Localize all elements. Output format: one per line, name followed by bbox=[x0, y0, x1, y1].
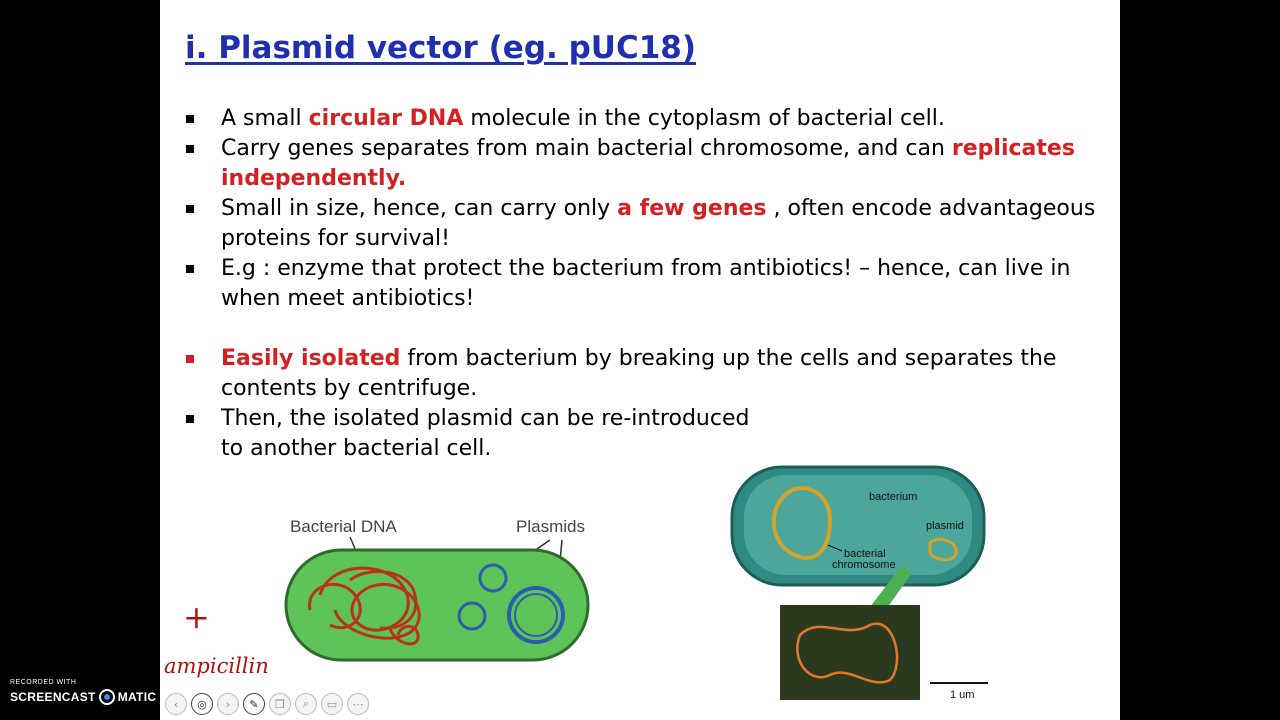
bullet-marker bbox=[186, 145, 194, 153]
bullet-item: Easily isolated from bacterium by breaki… bbox=[180, 344, 1105, 404]
bullet-item: Then, the isolated plasmid can be re-int… bbox=[180, 404, 1105, 464]
highlight-text: Easily isolated bbox=[221, 346, 401, 371]
bullet-marker bbox=[186, 265, 194, 273]
label-plasmid: plasmid bbox=[926, 520, 964, 532]
bullet-marker bbox=[186, 115, 194, 123]
bullet-item: Small in size, hence, can carry only a f… bbox=[180, 194, 1105, 254]
micrograph-image bbox=[780, 605, 920, 700]
more-icon[interactable]: ⋯ bbox=[347, 693, 369, 715]
recorder-logo: RECORDED WITH SCREENCAST MATIC bbox=[10, 679, 157, 705]
annotation-toolbar: ‹ ◎ › ✎ ❐ ⌕ ▭ ⋯ bbox=[165, 693, 369, 715]
highlight-text: circular DNA bbox=[308, 106, 464, 131]
screencast-logo-icon bbox=[98, 689, 115, 705]
label-chromosome-2: chromosome bbox=[832, 559, 896, 571]
pen-icon[interactable]: ✎ bbox=[243, 693, 265, 715]
highlight-text: replicates independently. bbox=[221, 136, 1075, 191]
bacterium-diagram: Bacterial DNA Plasmids bbox=[284, 517, 590, 662]
bullet-item: A small circular DNA molecule in the cyt… bbox=[180, 104, 1105, 134]
handwritten-plus: + bbox=[183, 598, 210, 636]
bullet-list: A small circular DNA molecule in the cyt… bbox=[180, 104, 1105, 464]
label-bacterial-dna: Bacterial DNA bbox=[290, 517, 397, 536]
highlight-text: a few genes bbox=[617, 196, 767, 221]
bullet-marker bbox=[186, 355, 194, 363]
cursor-icon[interactable]: ◎ bbox=[191, 693, 213, 715]
plasmid-rings bbox=[457, 563, 565, 644]
bullet-marker bbox=[186, 205, 194, 213]
slide: i. Plasmid vector (eg. pUC18) A small ci… bbox=[160, 0, 1120, 720]
handwritten-ampicillin: ampicillin bbox=[164, 654, 269, 678]
zoom-icon[interactable]: ⌕ bbox=[295, 693, 317, 715]
label-plasmids: Plasmids bbox=[516, 517, 585, 536]
scale-label: 1 um bbox=[950, 689, 974, 701]
chromosome-loop bbox=[771, 486, 833, 561]
cell-body bbox=[284, 548, 590, 662]
arrow bbox=[870, 565, 912, 615]
screen-icon[interactable]: ▭ bbox=[321, 693, 343, 715]
bullet-item: Carry genes separates from main bacteria… bbox=[180, 134, 1105, 194]
next-icon[interactable]: › bbox=[217, 693, 239, 715]
plasmid-loop bbox=[928, 537, 958, 562]
label-bacterium: bacterium bbox=[869, 491, 917, 503]
label-chromosome-1: bacterial bbox=[844, 548, 886, 560]
slide-title: i. Plasmid vector (eg. pUC18) bbox=[185, 30, 697, 66]
bullet-item: E.g : enzyme that protect the bacterium … bbox=[180, 254, 1105, 314]
bacterium-micrograph: bacterium plasmid bacterial chromosome 1… bbox=[730, 465, 988, 701]
previous-icon[interactable]: ‹ bbox=[165, 693, 187, 715]
recorded-with-label: RECORDED WITH bbox=[10, 679, 77, 686]
bullet-marker bbox=[186, 415, 194, 423]
copy-icon[interactable]: ❐ bbox=[269, 693, 291, 715]
bacterial-dna-loops bbox=[308, 566, 421, 646]
